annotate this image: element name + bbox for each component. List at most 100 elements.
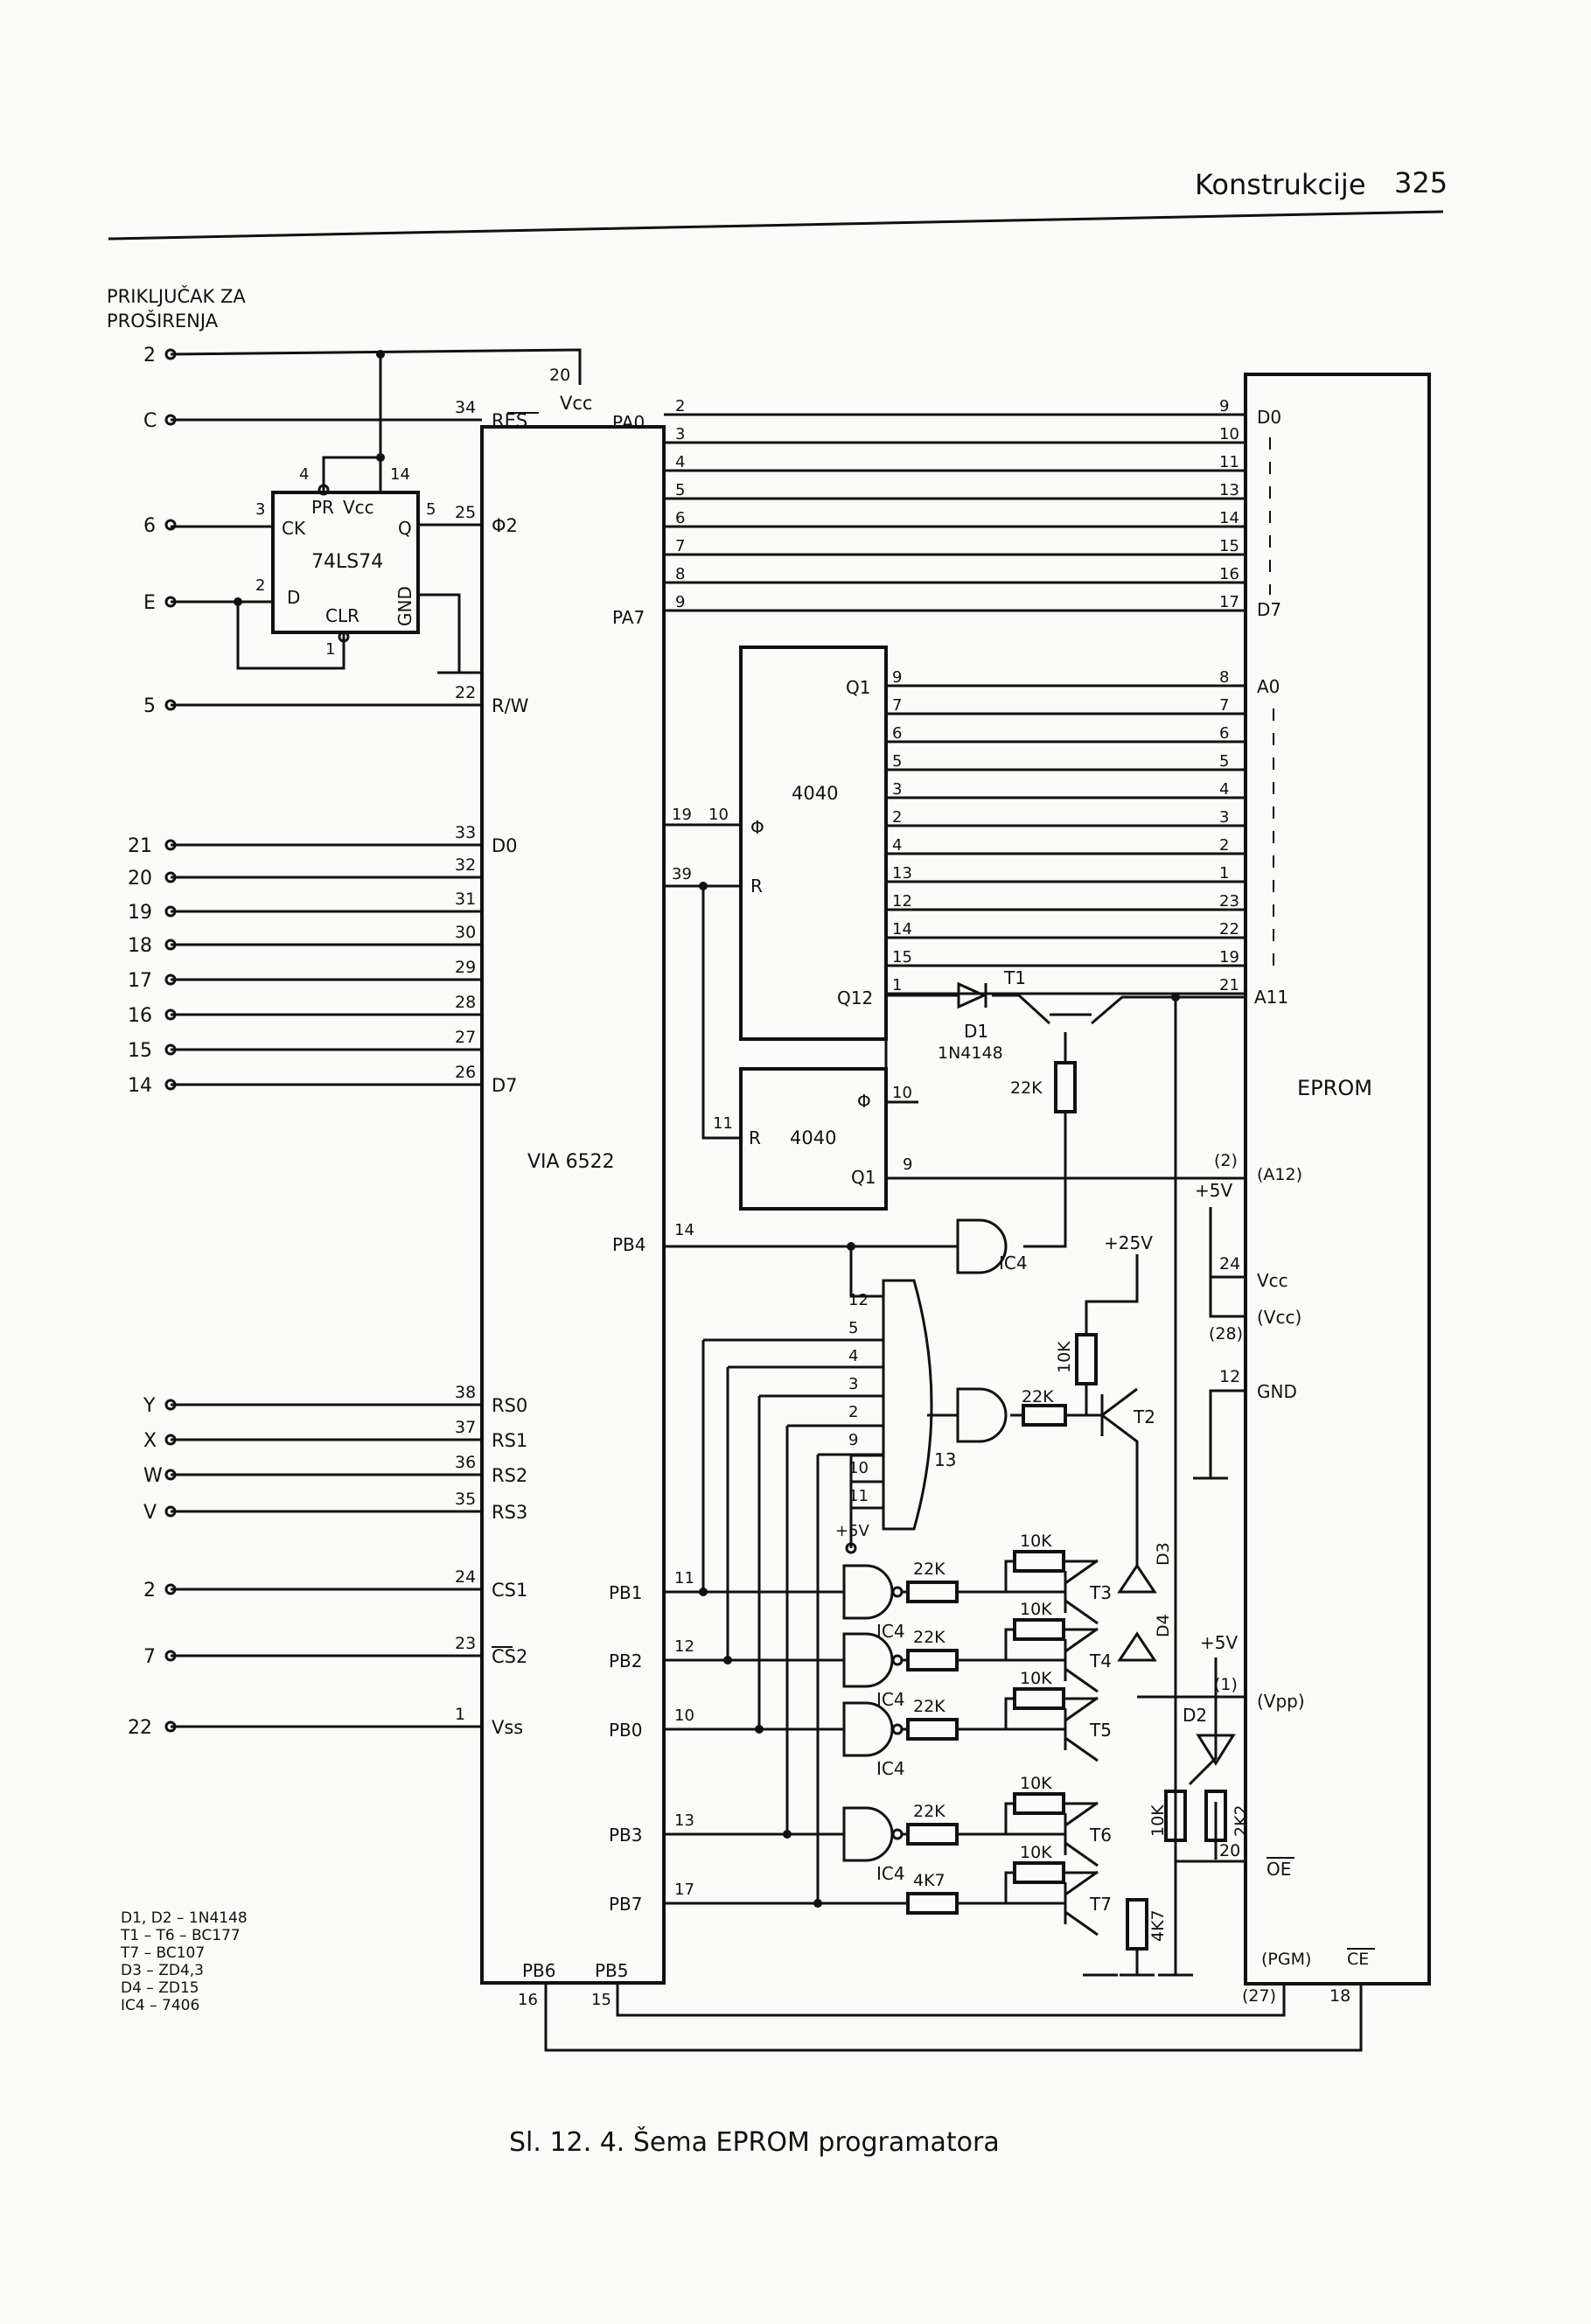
nand-pin-number: 3 xyxy=(848,1375,858,1393)
base-resistor-label: 22K xyxy=(913,1802,946,1821)
via-pin-number: 24 xyxy=(455,1567,476,1587)
eprom-a11-label: A11 xyxy=(1254,987,1288,1008)
connector-terminal xyxy=(164,1434,177,1446)
legend-entry: D1, D2 – 1N4148 xyxy=(121,1909,248,1927)
diode-d1 xyxy=(957,981,987,1009)
eprom-data-pin: 9 xyxy=(1219,397,1229,415)
via-pin-number: 35 xyxy=(455,1490,476,1509)
eprom-addr-pin: 21 xyxy=(1219,976,1239,995)
via-pin-number: 22 xyxy=(455,683,476,702)
counter-out-pin: 5 xyxy=(892,752,902,771)
transistor-label: T7 xyxy=(1089,1894,1112,1915)
legend-entry: D4 – ZD15 xyxy=(121,1979,199,1997)
eprom-data-pin: 11 xyxy=(1219,453,1239,471)
connector-pin-label: C xyxy=(143,410,157,432)
via-pin-label: CS1 xyxy=(492,1580,527,1601)
eprom-pin-28: (28) xyxy=(1209,1324,1243,1343)
ff-wiring xyxy=(170,348,582,674)
ic4-inverter xyxy=(842,1564,894,1620)
connector-terminal xyxy=(164,348,177,360)
ic4-inverter-mid xyxy=(956,1387,1008,1443)
pullup-wiring xyxy=(1004,1871,1098,1903)
d1-label: D1 xyxy=(964,1021,988,1042)
ic4-inverter-top xyxy=(956,1218,1008,1274)
ff-pin-1: 1 xyxy=(325,640,335,659)
via-pa-pin: 7 xyxy=(675,537,685,555)
via-pa7-label: PA7 xyxy=(612,607,645,628)
resistor-4k7-oe xyxy=(1126,1898,1148,1951)
junction-dot xyxy=(813,1899,822,1908)
base-resistor-label: 4K7 xyxy=(913,1871,946,1890)
zener-d3 xyxy=(1117,1563,1157,1594)
counter-out-pin: 4 xyxy=(892,836,902,855)
ff-pr-label: PR xyxy=(311,497,334,518)
connector-terminal xyxy=(164,1008,177,1021)
eprom-addr-pin: 7 xyxy=(1219,696,1229,715)
via-pb-pin: 17 xyxy=(674,1881,694,1899)
counter-4040-b xyxy=(739,1067,888,1211)
ic4-label-top: IC4 xyxy=(999,1253,1028,1274)
pullup-wiring xyxy=(1004,1628,1098,1660)
eprom-a12-label: (A12) xyxy=(1257,1165,1302,1184)
counter2-pin-10: 10 xyxy=(892,1084,912,1102)
ground-symbols xyxy=(1083,1949,1193,1977)
via-pin-number: 38 xyxy=(455,1383,476,1402)
r-10k-oe-label: 10K xyxy=(1148,1804,1168,1837)
r-2k2-label: 2K2 xyxy=(1232,1804,1251,1837)
nand-plus5: +5V xyxy=(835,1522,870,1540)
connector-pin-label: 19 xyxy=(128,902,152,924)
junction-dot xyxy=(783,1830,792,1839)
base-resistor-label: 22K xyxy=(913,1560,946,1579)
nand-pin-number: 9 xyxy=(848,1431,858,1449)
via-pin-label: R/W xyxy=(492,695,529,716)
ff-vcc-label: Vcc xyxy=(343,497,374,518)
eprom-gnd-label: GND xyxy=(1257,1381,1297,1402)
header-page-number: 325 xyxy=(1394,166,1448,199)
via-pa-pin: 4 xyxy=(675,453,685,471)
via-pin-number: 30 xyxy=(455,923,476,942)
eprom-pin-18: 18 xyxy=(1329,1986,1350,2006)
eprom-pin-12: 12 xyxy=(1219,1367,1240,1386)
eprom-vpp-label: (Vpp) xyxy=(1257,1691,1305,1712)
via-pb6-pin: 16 xyxy=(518,1991,538,2009)
t2-label: T2 xyxy=(1133,1406,1155,1427)
junction-dot xyxy=(847,1242,855,1251)
q12-d1-t1-wiring xyxy=(886,994,1246,1248)
counter1-q12: Q12 xyxy=(837,988,873,1008)
junction-dot xyxy=(376,453,385,462)
via-pin-number: 26 xyxy=(455,1063,476,1082)
ic4-inverter xyxy=(842,1632,894,1688)
via-pin-number: 32 xyxy=(455,855,476,875)
counter-out-pin: 1 xyxy=(892,976,902,995)
eprom-data-pin: 17 xyxy=(1219,593,1239,611)
connector-terminal xyxy=(164,1399,177,1411)
connector-pin-label: 22 xyxy=(128,1717,152,1739)
pullup-resistor-label: 10K xyxy=(1020,1843,1052,1862)
counter1-name: 4040 xyxy=(792,783,838,804)
eprom-power-wiring xyxy=(1137,1207,1246,1863)
via-pb5-label: PB5 xyxy=(595,1960,629,1981)
eprom-data-pin: 13 xyxy=(1219,481,1239,499)
plus5-terminal xyxy=(845,1542,857,1554)
gate-13-label: 13 xyxy=(934,1449,956,1470)
eprom-pin-20: 20 xyxy=(1219,1841,1240,1860)
via-pin-label: D7 xyxy=(492,1075,518,1096)
counter1-phi: Φ xyxy=(750,817,764,838)
pullup-resistor xyxy=(1013,1550,1065,1573)
via-6522-block xyxy=(480,425,666,1985)
counter-out-pin: 7 xyxy=(892,696,902,715)
nand-pin-number: 12 xyxy=(848,1291,869,1309)
transistor-label: T3 xyxy=(1089,1582,1112,1603)
eprom-vcc-label: Vcc xyxy=(1257,1270,1288,1291)
nand-pin-number: 5 xyxy=(848,1319,858,1337)
via-pin-number: 36 xyxy=(455,1453,476,1472)
inversion-bubble xyxy=(891,1828,904,1840)
base-resistor xyxy=(906,1718,959,1741)
connector-pin-label: Y xyxy=(143,1395,156,1417)
via-pb4-pin: 14 xyxy=(674,1221,694,1239)
base-resistor xyxy=(906,1823,959,1846)
counter-out-pin: 9 xyxy=(892,668,902,687)
